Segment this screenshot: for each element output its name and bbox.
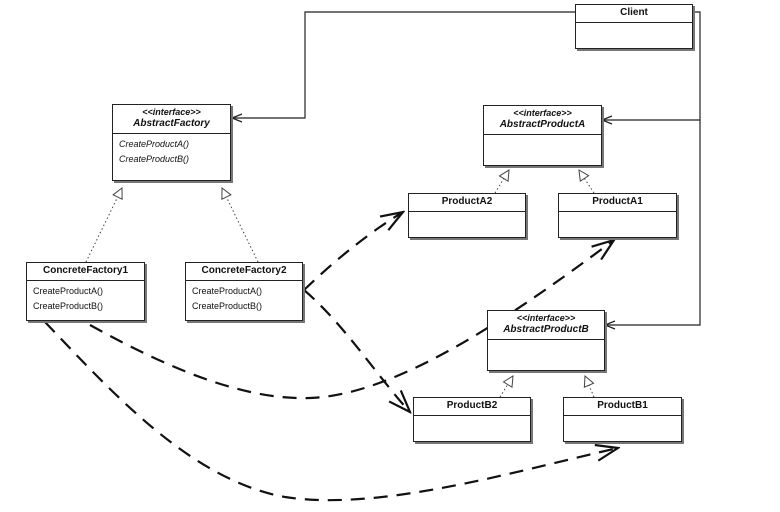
productb1-header: ProductB1 [564,398,681,416]
class-name: ConcreteFactory1 [42,265,129,276]
method-item: CreateProductB() [192,301,263,311]
stereotype-label: <<interface>> [513,108,572,118]
concretefactory2-realizes-abstractfactory [222,188,259,263]
producta2-class[interactable]: ProductA2 [408,193,526,238]
productb1-class[interactable]: ProductB1 [563,397,682,442]
class-name: Client [620,7,648,18]
method-list: CreateProductA() CreateProductB() [27,281,144,317]
productb2-class[interactable]: ProductB2 [413,397,531,442]
abstractproducta-interface[interactable]: <<interface>> AbstractProductA [483,105,602,166]
abstractfactory-header: <<interface>> AbstractFactory [113,105,230,134]
abstractproducta-header: <<interface>> AbstractProductA [484,106,601,135]
method-item: CreateProductA() [33,286,104,296]
client-class-header: Client [576,5,692,23]
client-to-abstractfactory-association [232,11,575,118]
concretefactory2-creates-producta2 [303,212,403,291]
producta2-header: ProductA2 [409,194,525,212]
concretefactory1-class[interactable]: ConcreteFactory1 CreateProductA() Create… [26,262,145,321]
method-item: CreateProductB() [119,154,190,164]
class-name: ProductA2 [441,196,493,207]
concretefactory1-realizes-abstractfactory [85,188,122,263]
client-class[interactable]: Client [575,4,693,49]
concretefactory1-creates-productb1 [44,321,618,502]
productb2-realizes-abstractproductb [499,376,513,398]
producta1-class[interactable]: ProductA1 [558,193,677,238]
concretefactory1-creates-producta1 [89,240,614,400]
concretefactory2-creates-productb2 [303,289,410,412]
productb2-header: ProductB2 [414,398,530,416]
abstractproductb-interface[interactable]: <<interface>> AbstractProductB [487,310,605,371]
client-to-abstractproducta-association [602,11,701,120]
class-name: ConcreteFactory2 [201,265,287,276]
abstractfactory-interface[interactable]: <<interface>> AbstractFactory CreateProd… [112,104,231,181]
stereotype-label: <<interface>> [516,313,576,323]
method-item: CreateProductA() [119,139,190,149]
abstractproductb-header: <<interface>> AbstractProductB [488,311,604,340]
concretefactory2-class[interactable]: ConcreteFactory2 CreateProductA() Create… [185,262,303,321]
producta2-realizes-abstractproducta [494,170,509,194]
class-name: ProductA1 [592,196,643,207]
method-item: CreateProductA() [192,286,263,296]
class-name: AbstractFactory [133,118,210,129]
stereotype-label: <<interface>> [142,107,201,117]
class-name: ProductB1 [597,400,648,411]
producta1-header: ProductA1 [559,194,676,212]
client-to-abstractproductb-association [605,120,701,325]
method-item: CreateProductB() [33,301,104,311]
method-list: CreateProductA() CreateProductB() [113,134,230,170]
producta1-realizes-abstractproducta [579,170,595,194]
class-name: AbstractProductA [499,119,586,130]
class-name: ProductB2 [446,400,498,411]
productb1-realizes-abstractproductb [585,376,594,398]
concretefactory1-header: ConcreteFactory1 [27,263,144,281]
class-name: AbstractProductB [503,324,589,335]
concretefactory2-header: ConcreteFactory2 [186,263,302,281]
method-list: CreateProductA() CreateProductB() [186,281,302,317]
